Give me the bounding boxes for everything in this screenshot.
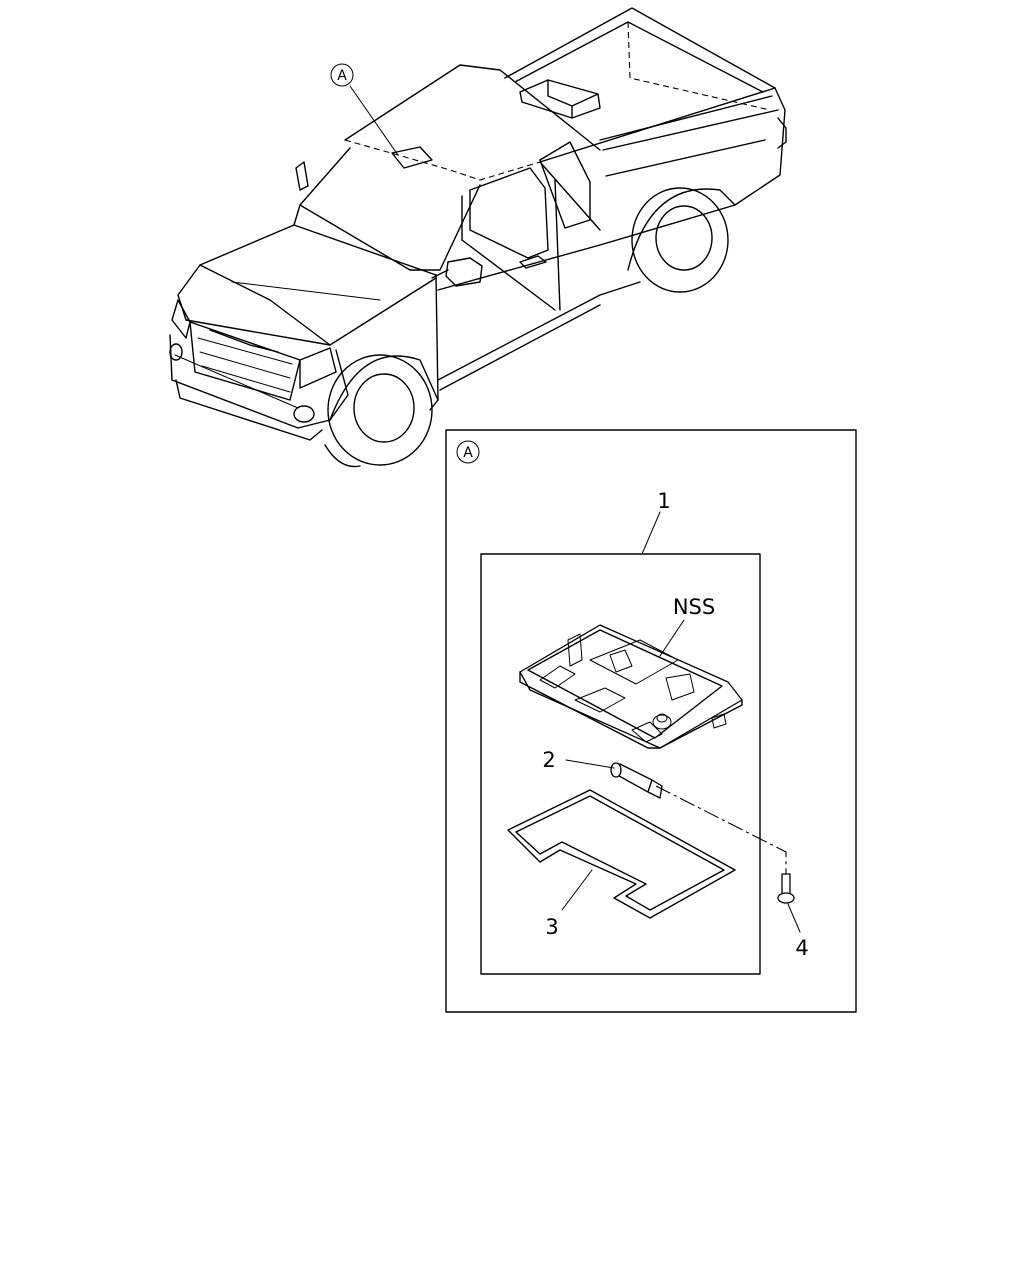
room-lamp-housing	[519, 624, 743, 749]
callout-a-label: A	[337, 68, 347, 84]
part-3-number: 3	[545, 915, 558, 939]
detail-frame	[445, 429, 857, 1013]
pickup-truck-illustration	[169, 7, 787, 468]
nss-note: NSS	[673, 595, 715, 619]
part-1-number: 1	[657, 489, 670, 513]
mounting-screw	[777, 873, 795, 904]
detail-a-label: A	[463, 445, 473, 461]
lamp-bulb	[610, 762, 663, 799]
assembly-frame	[480, 553, 761, 975]
lamp-lens-frame	[507, 789, 736, 919]
detail-view-a: A 1 NSS 2	[445, 429, 857, 1013]
part-4-number: 4	[795, 936, 808, 960]
part-2-number: 2	[542, 748, 555, 772]
detail-callout-a-truck: A	[330, 63, 399, 156]
